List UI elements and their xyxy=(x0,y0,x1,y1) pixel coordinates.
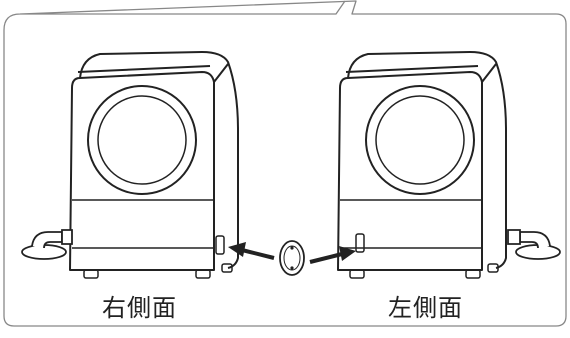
caption-left-side: 左側面 xyxy=(388,294,463,322)
arrow-icon xyxy=(228,242,275,260)
door-inner xyxy=(375,95,465,185)
side-hole xyxy=(355,233,365,253)
washer-right-side-view xyxy=(69,51,239,279)
caption-right-side: 右側面 xyxy=(102,294,177,322)
side-hole xyxy=(215,235,225,255)
drain-hose-icon xyxy=(507,229,561,260)
callout-frame xyxy=(3,0,567,327)
washer-left-side-view xyxy=(337,51,507,279)
round-cover-cap-icon xyxy=(279,240,305,276)
door-outer xyxy=(87,85,197,195)
arrow-icon xyxy=(309,246,356,264)
drain-hose-icon xyxy=(21,229,73,260)
door-outer xyxy=(365,85,475,195)
door-inner xyxy=(97,95,187,185)
